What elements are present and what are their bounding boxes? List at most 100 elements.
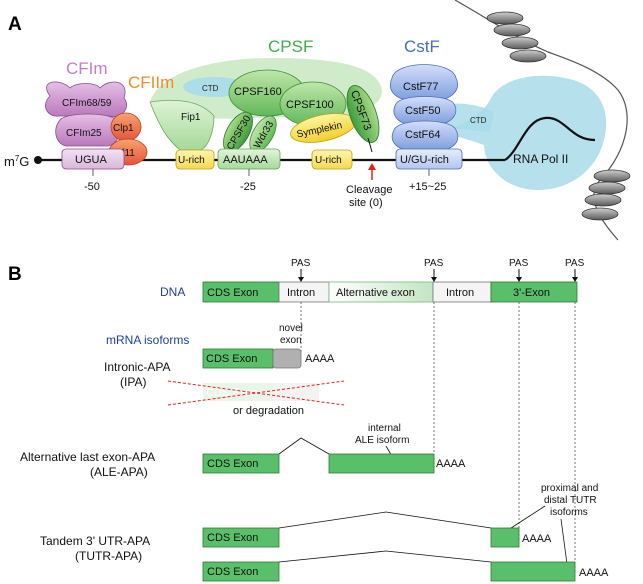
clp1-label: Clp1 xyxy=(113,123,134,134)
cfim68-59-label: CFIm68/59 xyxy=(62,98,112,109)
tutr-note-3: isoforms xyxy=(550,507,588,518)
chromatin xyxy=(454,0,631,241)
ipa-label-2: (IPA) xyxy=(120,375,146,389)
svg-text:PAS: PAS xyxy=(565,258,585,269)
svg-text:CDS Exon: CDS Exon xyxy=(207,287,258,299)
novel-exon-label-1: novel xyxy=(279,323,303,334)
cstf-complex-label: CstF xyxy=(404,37,440,56)
position-minus50: -50 xyxy=(84,181,100,193)
panel-a-label: A xyxy=(8,14,22,35)
dna-alternative-exon: Alternative exon xyxy=(328,281,434,303)
svg-text:PAS: PAS xyxy=(291,258,311,269)
pas-marker-1: PAS xyxy=(291,258,311,282)
svg-text:U-rich: U-rich xyxy=(315,155,342,166)
svg-text:PAS: PAS xyxy=(509,258,529,269)
element-u-rich-2: U-rich xyxy=(311,149,353,170)
cstf77-label: CstF77 xyxy=(403,81,438,93)
tutr-distal-polya: AAAA xyxy=(579,567,609,579)
svg-text:Intron: Intron xyxy=(446,287,474,299)
svg-text:Intron: Intron xyxy=(287,287,315,299)
cstf77-protein: CstF77 xyxy=(390,64,458,101)
ale-alt-exon xyxy=(328,453,435,474)
cfim68-59-protein: CFIm68/59 xyxy=(45,81,127,118)
svg-text:U-rich: U-rich xyxy=(178,155,205,166)
mrna-isoforms-label: mRNA isoforms xyxy=(106,333,189,347)
ipa-cds-exon: CDS Exon xyxy=(202,348,274,369)
svg-text:UGUA: UGUA xyxy=(75,154,107,166)
dna-intron-2: Intron xyxy=(432,281,492,303)
ale-label-2: (ALE-APA) xyxy=(90,465,148,479)
cfim25-protein: CFIm25 xyxy=(55,113,121,147)
position-minus25: -25 xyxy=(240,181,256,193)
svg-text:CDS Exon: CDS Exon xyxy=(207,458,258,470)
ipa-novel-exon xyxy=(272,348,302,369)
svg-text:CDS Exon: CDS Exon xyxy=(207,532,258,544)
tutr-note-pointer-1 xyxy=(507,505,546,531)
element-u-rich-1: U-rich xyxy=(175,149,215,170)
fip1-protein: Fip1 xyxy=(149,99,215,151)
ale-note-1: internal xyxy=(368,423,401,434)
pas-marker-2: PAS xyxy=(424,258,444,282)
cpsf73-cut-tip xyxy=(367,137,373,153)
svg-text:Alternative exon: Alternative exon xyxy=(336,287,415,299)
tutr-proximal-cds-exon: CDS Exon xyxy=(202,527,280,548)
element-u-gu-rich: U/GU-rich xyxy=(395,148,463,170)
cstf50-label: CstF50 xyxy=(405,105,440,117)
svg-text:CDS Exon: CDS Exon xyxy=(206,353,257,365)
pas-marker-4: PAS xyxy=(565,258,585,282)
ipa-label-1: Intronic-APA xyxy=(104,360,170,374)
tutr-proximal-polya: AAAA xyxy=(522,533,552,545)
symplekin-protein: Symplekin xyxy=(290,113,356,143)
cfiim-complex-label: CFIIm xyxy=(128,73,174,92)
cpsf100-label: CPSF100 xyxy=(286,99,334,111)
tutr-note-2: distal TUTR xyxy=(544,495,597,506)
tutr-proximal-3-exon xyxy=(490,527,520,548)
nucleosome-icon xyxy=(486,11,547,63)
dna-label: DNA xyxy=(160,285,185,299)
svg-text:U/GU-rich: U/GU-rich xyxy=(400,154,449,166)
cfim25-label: CFIm25 xyxy=(66,128,102,139)
pas-marker-3: PAS xyxy=(509,258,529,282)
tutr-distal-cds-exon: CDS Exon xyxy=(202,561,280,582)
tutr-label-2: (TUTR-APA) xyxy=(75,549,142,563)
tutr-note-1: proximal and xyxy=(541,483,598,494)
rna-pol-ii-label: RNA Pol II xyxy=(513,152,568,166)
tutr-note-pointer-2 xyxy=(560,518,568,565)
dna-3-exon: 3'-Exon xyxy=(490,281,578,303)
svg-text:PAS: PAS xyxy=(424,258,444,269)
svg-text:3'-Exon: 3'-Exon xyxy=(513,287,550,299)
fip1-label: Fip1 xyxy=(181,112,201,123)
svg-text:AAUAAA: AAUAAA xyxy=(223,154,268,166)
cpsf-complex-label: CPSF xyxy=(268,37,313,56)
dna-cds-exon: CDS Exon xyxy=(202,281,280,303)
ale-cds-exon: CDS Exon xyxy=(202,453,280,474)
cstf50-protein: CstF50 xyxy=(393,96,457,125)
tutr-distal-splice xyxy=(278,550,492,563)
novel-exon-label-2: exon xyxy=(280,335,302,346)
element-ugua: UGUA xyxy=(61,148,125,170)
cstf64-protein: CstF64 xyxy=(391,120,459,151)
position-plus15-25: +15~25 xyxy=(409,181,446,193)
ctd-label-left: CTD xyxy=(202,84,219,93)
cleavage-arrow-head xyxy=(368,163,376,170)
panel-b-label: B xyxy=(8,264,22,285)
cleavage-label-2: site (0) xyxy=(349,197,383,209)
mrna-tail xyxy=(504,116,596,161)
cfim-complex-label: CFIm xyxy=(66,59,108,78)
nucleosome-icon xyxy=(581,169,631,221)
tutr-label-1: Tandem 3' UTR-APA xyxy=(40,534,150,548)
element-auuaaa: AAUAAA xyxy=(217,148,281,170)
cleavage-label-1: Cleavage xyxy=(346,184,392,196)
svg-text:CDS Exon: CDS Exon xyxy=(206,387,257,399)
ale-splice-line xyxy=(278,437,330,455)
dna-intron-1: Intron xyxy=(278,281,330,303)
cap-label: m7G xyxy=(4,154,29,169)
tutr-distal-3-exon xyxy=(490,561,576,582)
ctd-label-right: CTD xyxy=(470,116,487,125)
degradation-label: or degradation xyxy=(233,405,304,417)
clp1-protein: Clp1 xyxy=(110,112,142,142)
ale-label-1: Alternative last exon-APA xyxy=(20,450,155,464)
ale-polya: AAAA xyxy=(436,458,466,470)
svg-text:CDS Exon: CDS Exon xyxy=(207,566,258,578)
